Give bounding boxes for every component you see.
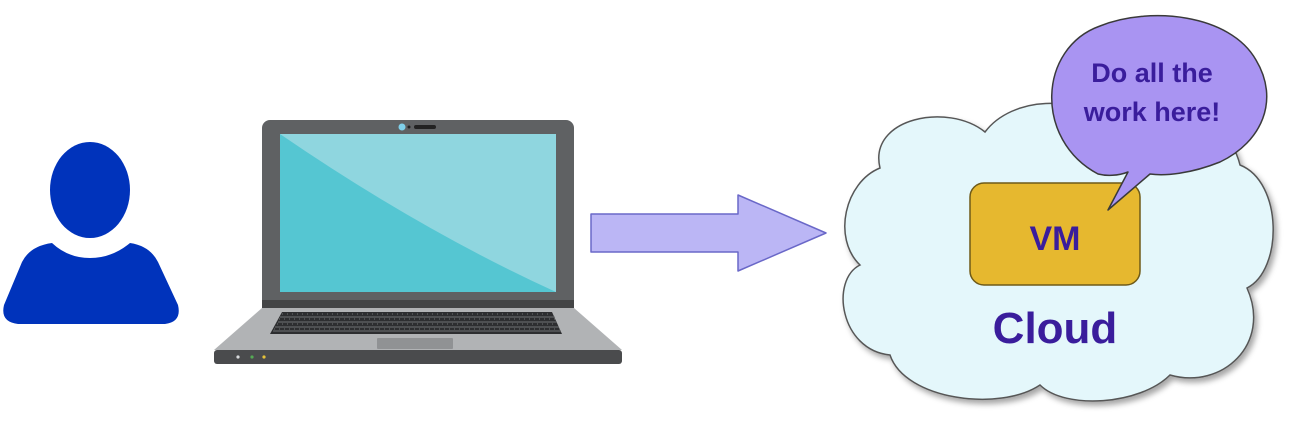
camera-icon <box>398 123 406 131</box>
vm-box <box>969 182 1141 286</box>
person-icon <box>3 142 179 324</box>
cloud-label: Cloud <box>993 304 1118 353</box>
touchpad <box>377 338 453 349</box>
vm-label: VM <box>1030 220 1081 258</box>
speech-bubble: Do all the work here! <box>1051 14 1268 211</box>
speech-bubble-line-2: work here! <box>1083 97 1221 127</box>
speech-bubble-line-1: Do all the <box>1091 58 1213 88</box>
arrow-laptop-to-cloud <box>590 194 827 272</box>
laptop-icon <box>214 120 622 364</box>
